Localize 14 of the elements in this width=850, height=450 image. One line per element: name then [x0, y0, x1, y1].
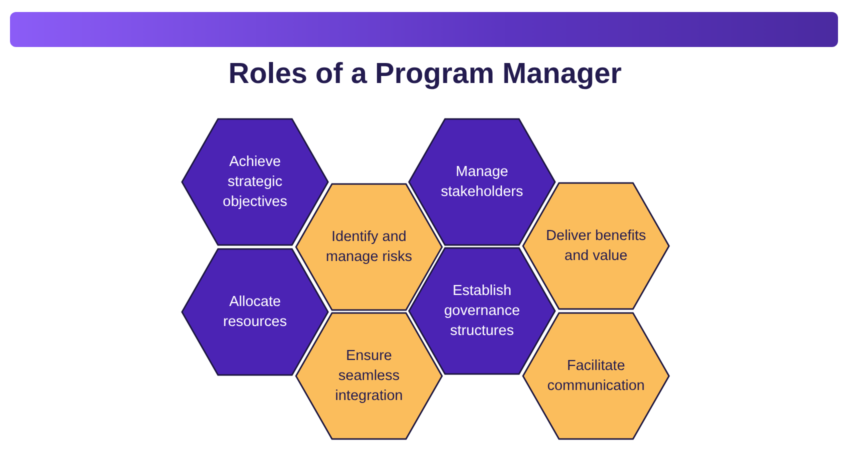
hexagon-label: Facilitate communication	[546, 357, 646, 396]
hexagon	[522, 182, 670, 310]
hexagon	[295, 183, 443, 311]
hexagon	[295, 312, 443, 440]
hexagon	[181, 118, 329, 246]
diagram-title: Roles of a Program Manager	[227, 58, 623, 91]
hexagon-label: Manage stakeholders	[440, 163, 524, 202]
hexagon-label: Ensure seamless integration	[334, 347, 404, 406]
hexagon-label: Allocate resources	[222, 293, 288, 332]
hexagon-label: Achieve strategic objectives	[222, 153, 288, 212]
hexagon-label: Deliver benefits and value	[545, 227, 647, 266]
hexagon-label: Establish governance structures	[443, 282, 521, 341]
hexagon	[522, 312, 670, 440]
hexagon-label: Identify and manage risks	[324, 228, 414, 267]
